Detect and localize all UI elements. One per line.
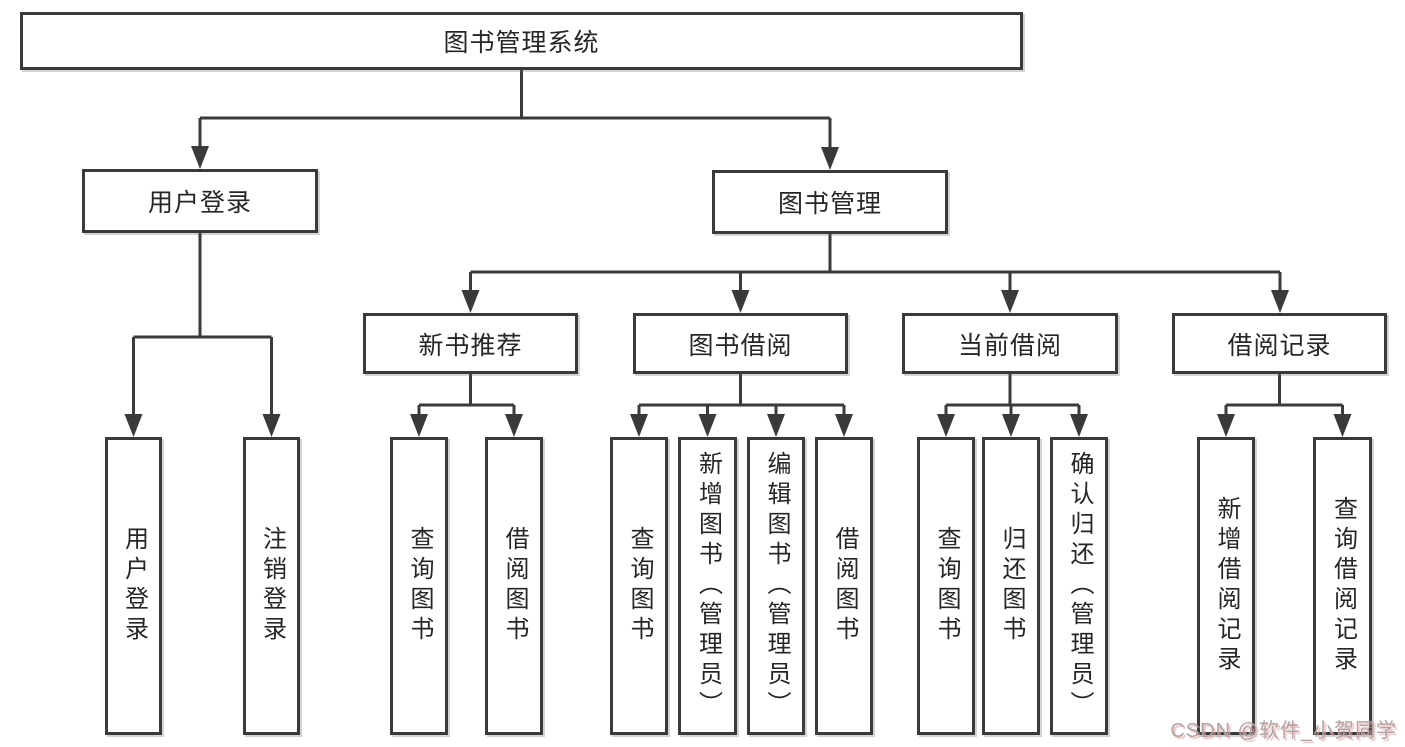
node-library-system: 图书管理系统 — [20, 12, 1023, 70]
node-borrow-records: 借阅记录 — [1172, 313, 1387, 374]
node-book-borrow: 图书借阅 — [633, 313, 848, 374]
node-label: 借阅记录 — [1227, 331, 1332, 360]
leaf-recommend-query-book: 查询图书 — [390, 437, 448, 735]
node-label: 归还图书 — [998, 526, 1025, 646]
leaf-borrow-query-book: 查询图书 — [610, 437, 668, 735]
leaf-user-login: 用户登录 — [105, 437, 162, 735]
arrowheads — [124, 146, 1352, 437]
leaf-current-return-book: 归还图书 — [982, 437, 1040, 735]
node-user-login: 用户登录 — [82, 169, 318, 233]
leaf-borrow-borrow-book: 借阅图书 — [815, 437, 873, 735]
node-label: 图书管理 — [777, 190, 882, 218]
leaf-current-query-book: 查询图书 — [917, 437, 975, 735]
node-label: 确认归还（管理员） — [1066, 451, 1093, 721]
leaf-recommend-borrow-book: 借阅图书 — [485, 437, 543, 735]
node-label: 查询借阅记录 — [1329, 496, 1357, 676]
node-book-management: 图书管理 — [712, 170, 948, 234]
node-label: 借阅图书 — [501, 526, 528, 646]
node-label: 用户登录 — [120, 526, 148, 646]
leaf-borrow-edit-book-admin: 编辑图书（管理员） — [747, 437, 805, 735]
node-label: 注销登录 — [258, 526, 286, 646]
leaf-records-add-record: 新增借阅记录 — [1197, 437, 1255, 735]
leaf-borrow-add-book-admin: 新增图书（管理员） — [678, 437, 737, 735]
node-label: 查询图书 — [406, 526, 433, 646]
node-label: 图书管理系统 — [443, 29, 600, 57]
node-label: 新增借阅记录 — [1213, 496, 1240, 676]
node-label: 查询图书 — [933, 526, 960, 646]
node-new-book-recommend: 新书推荐 — [363, 313, 578, 374]
node-label: 借阅图书 — [831, 526, 858, 646]
leaf-logout: 注销登录 — [243, 437, 300, 735]
node-label: 图书借阅 — [688, 331, 793, 360]
node-label: 当前借阅 — [957, 331, 1062, 360]
node-label: 新书推荐 — [418, 331, 523, 360]
leaf-current-confirm-return-admin: 确认归还（管理员） — [1050, 437, 1108, 735]
node-label: 新增图书（管理员） — [694, 451, 722, 721]
leaf-records-query-record: 查询借阅记录 — [1313, 437, 1372, 735]
node-label: 查询图书 — [626, 526, 653, 646]
node-current-borrow: 当前借阅 — [902, 313, 1118, 374]
node-label: 编辑图书（管理员） — [763, 451, 790, 721]
node-label: 用户登录 — [147, 189, 252, 217]
watermark: CSDN @软件_小贺同学 — [1170, 720, 1397, 742]
